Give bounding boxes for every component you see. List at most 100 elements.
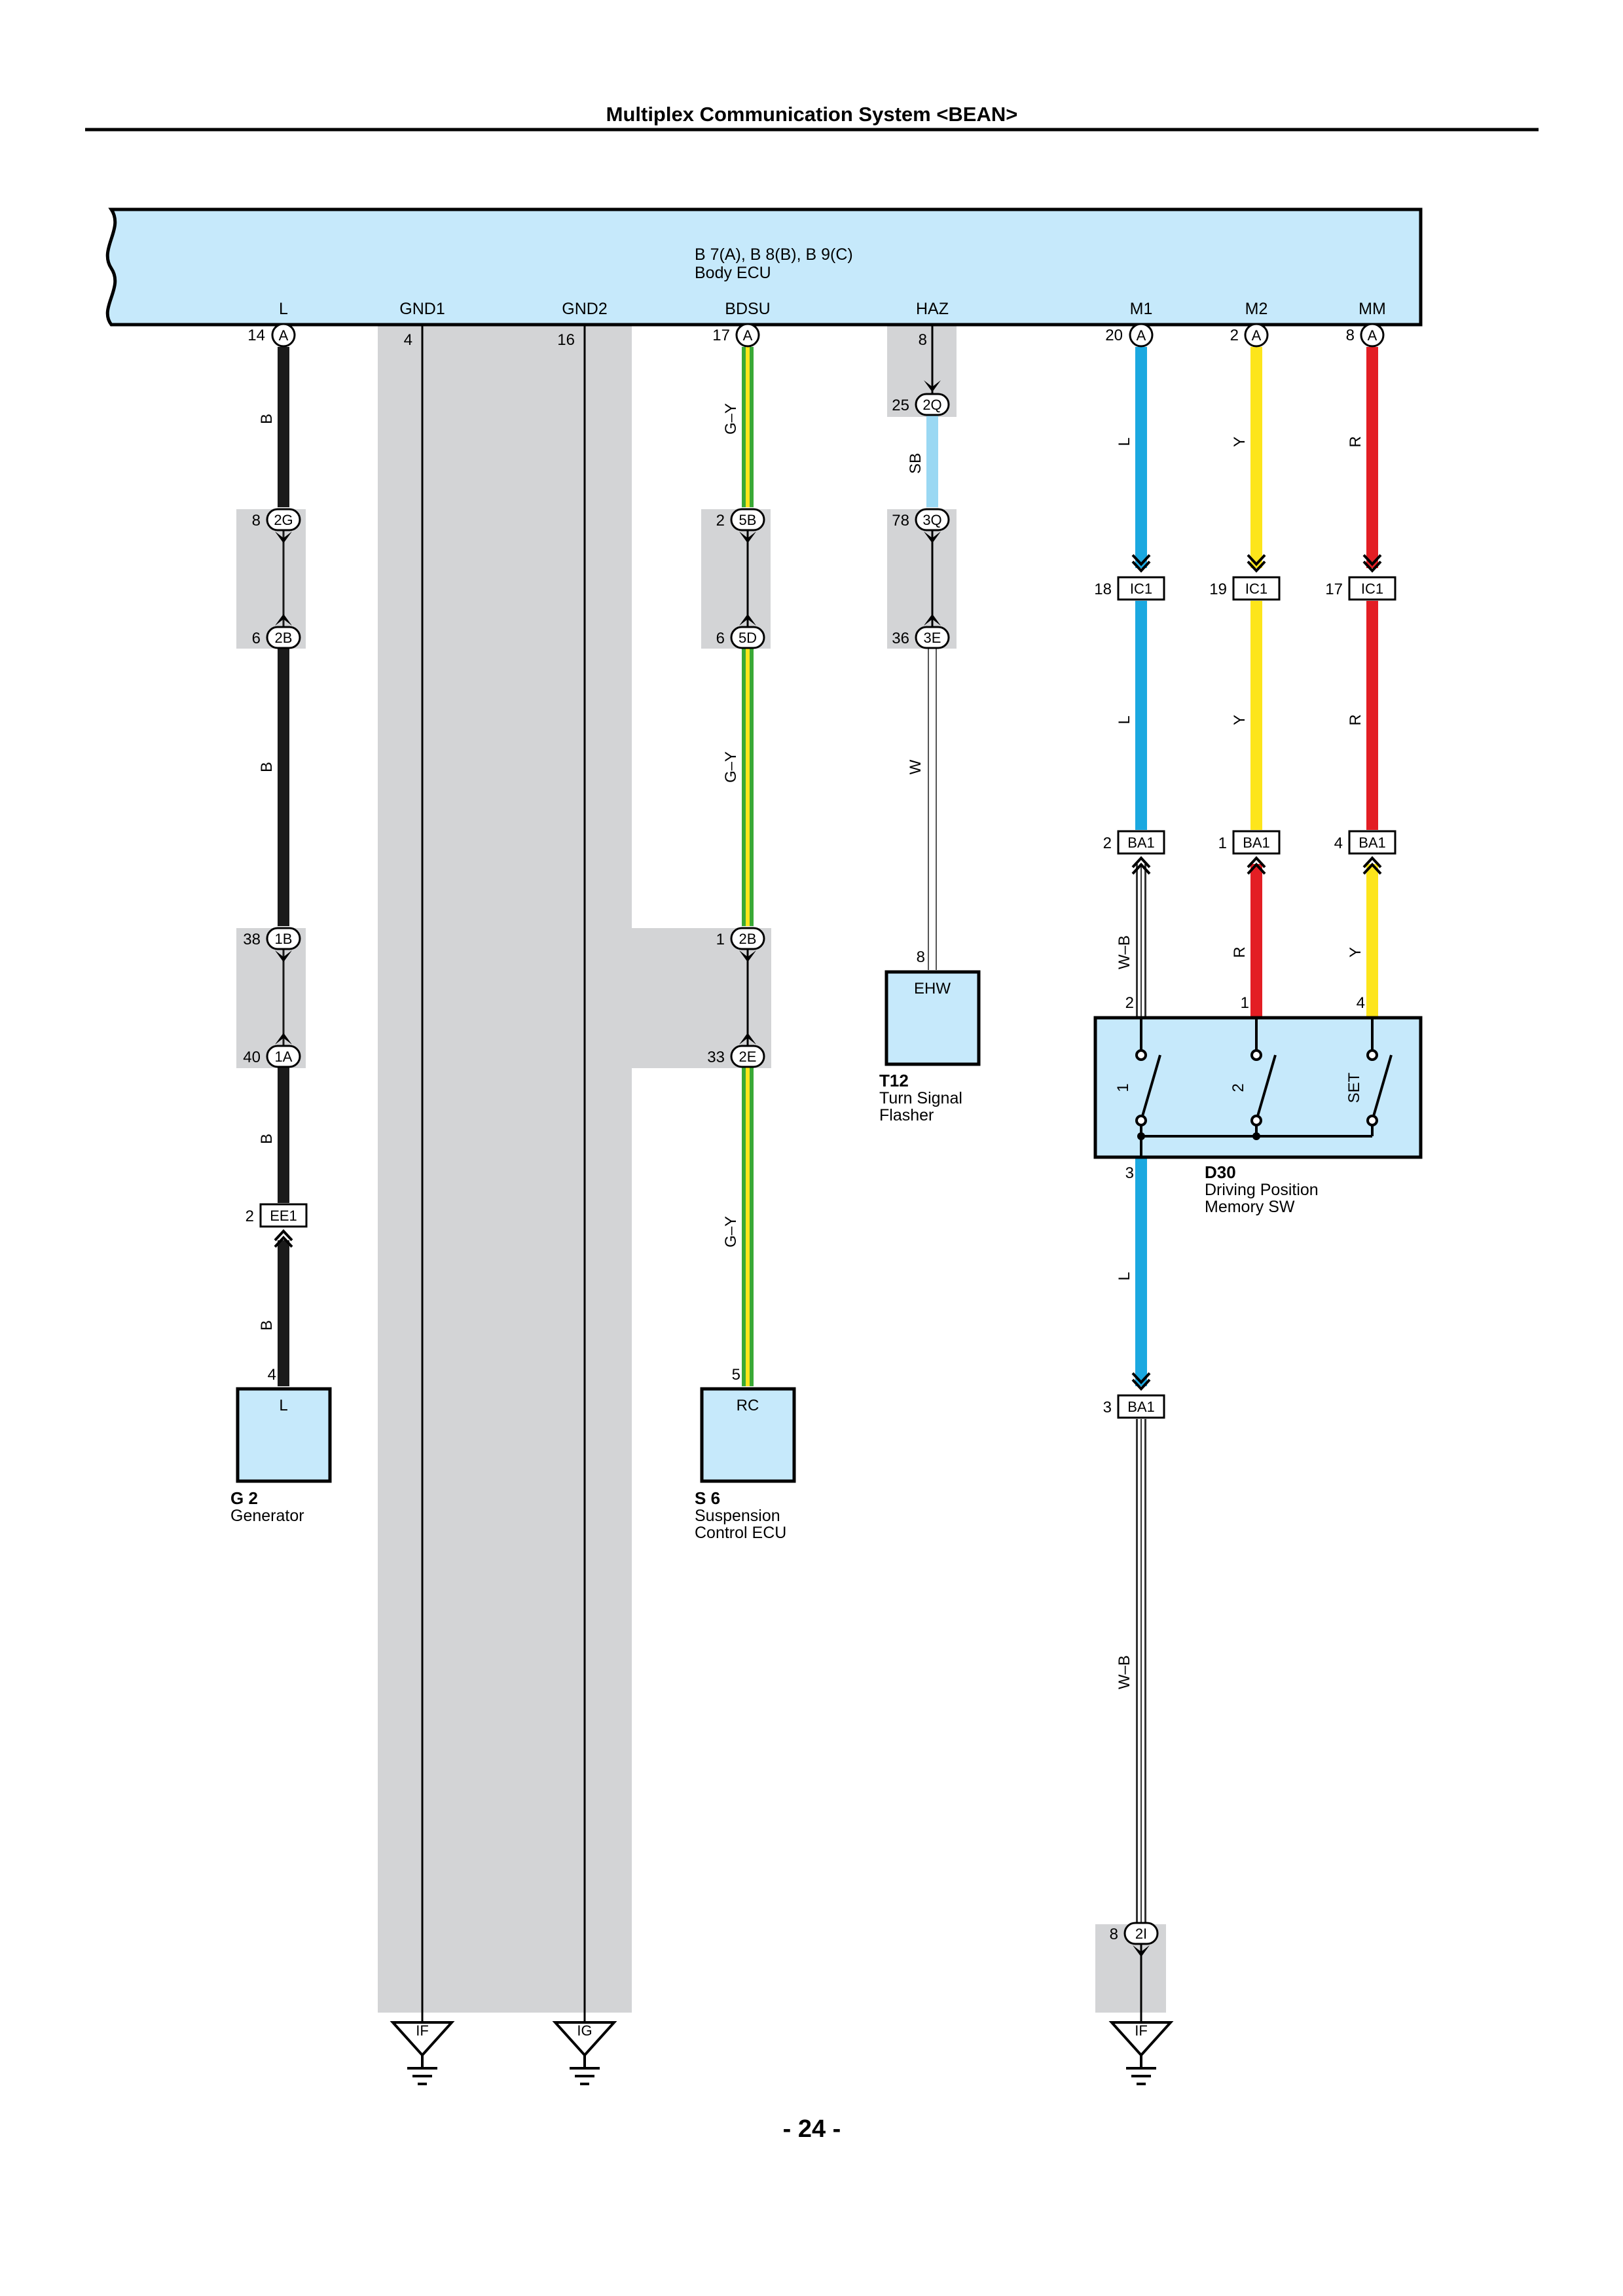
wire-label: Y <box>1231 437 1249 447</box>
component-generator: 4 L G 2 Generator <box>230 1366 332 1525</box>
svg-text:IF: IF <box>1135 2022 1148 2039</box>
wire-label: B <box>258 762 276 772</box>
ecu-pin-M2: A 2 <box>1230 323 1269 348</box>
ecu-pin-MM: A 8 <box>1346 323 1385 348</box>
svg-text:5D: 5D <box>739 630 757 646</box>
connector-3E: 3E 36 <box>892 614 950 649</box>
svg-text:T12: T12 <box>879 1071 909 1090</box>
svg-text:IC1: IC1 <box>1361 581 1383 597</box>
svg-text:19: 19 <box>1209 581 1227 598</box>
wire-label: W <box>907 759 924 774</box>
svg-text:6: 6 <box>716 630 725 647</box>
ecu-label-line2: Body ECU <box>695 264 771 282</box>
svg-text:BA1: BA1 <box>1127 1399 1155 1415</box>
wire-label: W–B <box>1116 935 1133 969</box>
ecu-pin-BDSU: A 17 <box>712 323 760 348</box>
connector-3Q: 3Q 78 <box>892 508 950 543</box>
svg-text:EE1: EE1 <box>270 1208 297 1224</box>
svg-text:4: 4 <box>268 1366 276 1384</box>
svg-text:2E: 2E <box>739 1049 757 1065</box>
svg-text:3Q: 3Q <box>922 512 941 528</box>
svg-text:1A: 1A <box>275 1049 293 1065</box>
svg-text:2: 2 <box>716 512 725 529</box>
component-suspension-ecu: 5 RC S 6 Suspension Control ECU <box>695 1366 796 1542</box>
svg-text:IC1: IC1 <box>1130 581 1152 597</box>
wire-label: Y <box>1347 947 1364 958</box>
svg-text:4: 4 <box>1357 994 1365 1012</box>
svg-text:G 2: G 2 <box>230 1488 258 1508</box>
wire-label: G–Y <box>722 751 740 783</box>
svg-text:8: 8 <box>1346 327 1355 344</box>
svg-text:Memory SW: Memory SW <box>1205 1198 1295 1216</box>
svg-text:20: 20 <box>1105 327 1123 344</box>
ecu-terminal-BDSU: BDSU <box>725 300 770 318</box>
ecu-terminal-L: L <box>279 300 288 318</box>
svg-text:8: 8 <box>917 948 925 966</box>
svg-text:2: 2 <box>246 1208 254 1225</box>
svg-text:17: 17 <box>712 327 730 344</box>
wire-label: SB <box>907 453 924 474</box>
wire-label: B <box>258 1134 276 1144</box>
svg-text:BA1: BA1 <box>1359 834 1386 851</box>
svg-text:3: 3 <box>1103 1399 1112 1416</box>
connector-BA1-lower: BA1 3 <box>1103 1372 1165 1419</box>
ground-IF-1: IF <box>390 2021 455 2085</box>
connector-IC1-mm: IC1 17 <box>1325 554 1396 601</box>
connector-BA1-m1: BA1 2 <box>1103 830 1165 875</box>
svg-text:A: A <box>743 327 753 344</box>
svg-text:EHW: EHW <box>914 980 951 997</box>
svg-text:D30: D30 <box>1205 1162 1236 1182</box>
connector-1A: 1A 40 <box>243 1033 301 1068</box>
svg-text:2B: 2B <box>275 630 293 646</box>
svg-text:8: 8 <box>252 512 261 529</box>
svg-text:A: A <box>1137 327 1146 344</box>
haz-top-pin: 8 <box>919 331 927 349</box>
connector-1B: 1B 38 <box>243 927 301 962</box>
conn-box-2G-2B <box>236 509 306 649</box>
svg-text:40: 40 <box>243 1049 261 1066</box>
wire-label: B <box>258 414 276 424</box>
svg-text:3E: 3E <box>924 630 941 646</box>
ground-IG: IG <box>552 2021 617 2085</box>
svg-text:1: 1 <box>716 931 725 948</box>
svg-text:2Q: 2Q <box>922 397 941 413</box>
svg-text:Driving Position: Driving Position <box>1205 1181 1319 1199</box>
wire-label: L <box>1116 437 1133 446</box>
ecu-label-line1: B 7(A), B 8(B), B 9(C) <box>695 245 853 264</box>
svg-text:SET: SET <box>1345 1072 1363 1103</box>
connector-EE1: EE1 2 <box>246 1203 308 1248</box>
ground-band <box>378 325 771 2013</box>
page-number: - 24 - <box>783 2115 841 2143</box>
svg-text:IF: IF <box>416 2022 429 2039</box>
connector-2Q: 2Q 25 <box>892 380 950 416</box>
svg-text:BA1: BA1 <box>1243 834 1270 851</box>
svg-text:1: 1 <box>1114 1083 1132 1092</box>
wire-label: W–B <box>1116 1655 1133 1689</box>
connector-BA1-m2: BA1 1 <box>1218 830 1281 875</box>
wire-label: L <box>1116 1272 1133 1280</box>
connector-2G: 2G 8 <box>252 508 301 543</box>
svg-text:78: 78 <box>892 512 909 529</box>
wire-label: R <box>1347 714 1364 725</box>
wire-label: R <box>1231 946 1249 958</box>
svg-text:2: 2 <box>1230 1083 1247 1092</box>
svg-text:33: 33 <box>707 1049 725 1066</box>
connector-2B: 2B 6 <box>252 614 301 649</box>
svg-text:IC1: IC1 <box>1245 581 1267 597</box>
connector-BA1-mm: BA1 4 <box>1334 830 1396 875</box>
svg-text:5: 5 <box>732 1366 740 1384</box>
connector-IC1-m1: IC1 18 <box>1094 554 1165 601</box>
svg-text:2: 2 <box>1103 834 1112 852</box>
ecu-terminal-GND2: GND2 <box>562 300 607 318</box>
connector-5D: 5D 6 <box>716 614 765 649</box>
svg-text:2: 2 <box>1125 994 1134 1012</box>
svg-text:2G: 2G <box>274 512 293 528</box>
connector-IC1-m2: IC1 19 <box>1209 554 1281 601</box>
svg-text:2I: 2I <box>1135 1926 1147 1942</box>
svg-text:38: 38 <box>243 931 261 948</box>
svg-text:4: 4 <box>1334 834 1343 852</box>
connector-2E: 2E 33 <box>707 1033 765 1068</box>
gnd1-pin: 4 <box>404 331 412 349</box>
svg-text:1B: 1B <box>275 931 293 947</box>
component-memory-switch: 2 1 4 1 2 SET 3 D30 Driv <box>1093 994 1423 1216</box>
